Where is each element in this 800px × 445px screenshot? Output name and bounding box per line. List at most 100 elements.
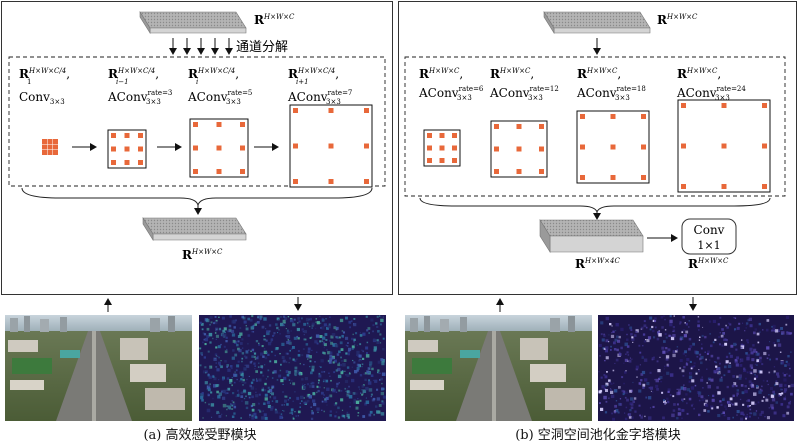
kernel-tap bbox=[439, 145, 445, 151]
kernel-tap bbox=[42, 139, 47, 144]
kernel-tap bbox=[240, 145, 245, 151]
kernel-tap bbox=[762, 143, 767, 149]
panel-a-frame bbox=[1, 1, 393, 295]
panel-b-aerial-photo bbox=[405, 315, 592, 421]
kernel-tap bbox=[610, 114, 616, 119]
panel-b-kernels bbox=[423, 99, 771, 193]
panel-b-output-label: RH×W×C bbox=[688, 257, 729, 271]
kernel-tap bbox=[193, 145, 198, 151]
kernel-tap bbox=[47, 139, 53, 144]
kernel-rate-24 bbox=[677, 99, 771, 193]
kernel-tap bbox=[138, 133, 143, 138]
kernel-tap bbox=[681, 103, 686, 108]
kernel-tap bbox=[762, 103, 767, 108]
panel-a-dashed-group bbox=[8, 56, 386, 187]
kernel-tap bbox=[539, 169, 544, 174]
panel-b-concat-tensor bbox=[539, 218, 644, 254]
panel-b-branch-2-opsub: 3×3 bbox=[615, 94, 630, 102]
panel-b-brace bbox=[419, 197, 771, 214]
kernel-tap bbox=[124, 146, 130, 152]
kernel-tap bbox=[240, 169, 245, 174]
panel-a-branch-3-op: AConvrate=7 bbox=[287, 89, 352, 104]
kernel-tap bbox=[516, 169, 522, 174]
kernel-tap bbox=[53, 144, 58, 150]
kernel-tap bbox=[111, 146, 116, 152]
kernel-tap bbox=[216, 145, 222, 151]
kernel-rate-6 bbox=[423, 129, 461, 167]
kernel-tap bbox=[580, 175, 585, 180]
kernel-tap bbox=[610, 144, 616, 150]
kernel-tap bbox=[580, 144, 585, 150]
kernel-tap bbox=[721, 143, 727, 149]
kernel-tap bbox=[138, 146, 143, 152]
panel-a-branch-0-sub: 1 bbox=[27, 78, 31, 86]
kernel-tap bbox=[427, 133, 432, 138]
panel-b-branch-2-feature: RH×W×C, bbox=[577, 67, 621, 81]
panel-b-branch-0-opsub: 3×3 bbox=[457, 94, 472, 102]
panel-b-input-label: RH×W×C bbox=[657, 13, 698, 27]
panel-a-kernels bbox=[42, 104, 373, 188]
panel-a-branch-3-sub: i+1 bbox=[296, 78, 309, 86]
caption-b: (b) 空洞空间池化金字塔模块 bbox=[515, 428, 681, 443]
panel-a-output-label: RH×W×C bbox=[182, 248, 223, 262]
kernel-tap bbox=[494, 169, 499, 174]
panel-a-branch-3-feature: RH×W×C/4, bbox=[288, 67, 339, 81]
kernel-tap bbox=[124, 160, 130, 165]
kernel-tap bbox=[641, 144, 646, 150]
panel-b-input-tensor bbox=[543, 10, 651, 35]
kernel-tap bbox=[641, 175, 646, 180]
kernel-tap bbox=[124, 133, 130, 138]
panel-b-dashed-group bbox=[404, 56, 786, 197]
panel-b-frame bbox=[398, 1, 797, 295]
kernel-tap bbox=[111, 160, 116, 165]
kernel-tap bbox=[439, 133, 445, 138]
panel-b-branch-0-feature: RH×W×C, bbox=[419, 67, 463, 81]
kernel-rate-5 bbox=[189, 118, 249, 178]
panel-b-branch-3-feature: RH×W×C, bbox=[677, 67, 721, 81]
panel-a-branch-2-sub: i bbox=[196, 78, 198, 86]
kernel-tap bbox=[427, 145, 432, 151]
kernel-tap bbox=[516, 146, 522, 152]
kernel-tap bbox=[216, 122, 222, 127]
kernel-tap bbox=[53, 150, 58, 155]
kernel-tap bbox=[328, 143, 334, 149]
kernel-rate-18 bbox=[576, 110, 650, 184]
caption-a: (a) 高效感受野模块 bbox=[143, 428, 257, 443]
kernel-tap bbox=[721, 184, 727, 189]
kernel-tap bbox=[516, 124, 522, 129]
kernel-tap bbox=[494, 124, 499, 129]
kernel-tap bbox=[193, 169, 198, 174]
kernel-tap bbox=[539, 124, 544, 129]
kernel-tap bbox=[293, 179, 298, 184]
kernel-tap bbox=[452, 158, 457, 163]
kernel-tap bbox=[439, 158, 445, 163]
kernel-tap bbox=[452, 133, 457, 138]
kernel-tap bbox=[293, 143, 298, 149]
panel-a-branch-2-feature: RH×W×C/4, bbox=[188, 67, 239, 81]
kernel-tap bbox=[42, 150, 47, 155]
kernel-tap bbox=[138, 160, 143, 165]
panel-a-brace bbox=[21, 187, 373, 207]
panel-a-split-label: 通道分解 bbox=[236, 40, 288, 55]
kernel-tap bbox=[452, 145, 457, 151]
panel-b-branch-1-opsub: 3×3 bbox=[528, 94, 543, 102]
panel-a-branch-labels: RH×W×C/4, 1 Conv3×3 RH×W×C/4, i−1 AConvr… bbox=[19, 67, 352, 106]
panel-a-branch-1-op: AConvrate=3 bbox=[107, 89, 172, 104]
panel-b-branch-3-opsub: 3×3 bbox=[715, 94, 730, 102]
kernel-tap bbox=[193, 122, 198, 127]
panel-a-branch-2-opsub: 3×3 bbox=[226, 98, 241, 106]
panel-a-branch-1-sub: i−1 bbox=[116, 78, 129, 86]
kernel-tap bbox=[681, 184, 686, 189]
kernel-tap bbox=[580, 114, 585, 119]
panel-a-aerial-photo bbox=[5, 315, 192, 421]
panel-a-feature-map bbox=[199, 315, 386, 421]
panel-a-branch-1-opsub: 3×3 bbox=[146, 98, 161, 106]
panel-b-branch-1-feature: RH×W×C, bbox=[490, 67, 534, 81]
panel-a-branch-3-opsub: 3×3 bbox=[326, 98, 341, 106]
kernel-tap bbox=[641, 114, 646, 119]
panel-b-concat-label: RH×W×4C bbox=[575, 257, 620, 271]
kernel-tap bbox=[42, 144, 47, 150]
kernel-tap bbox=[111, 133, 116, 138]
kernel-tap bbox=[240, 122, 245, 127]
